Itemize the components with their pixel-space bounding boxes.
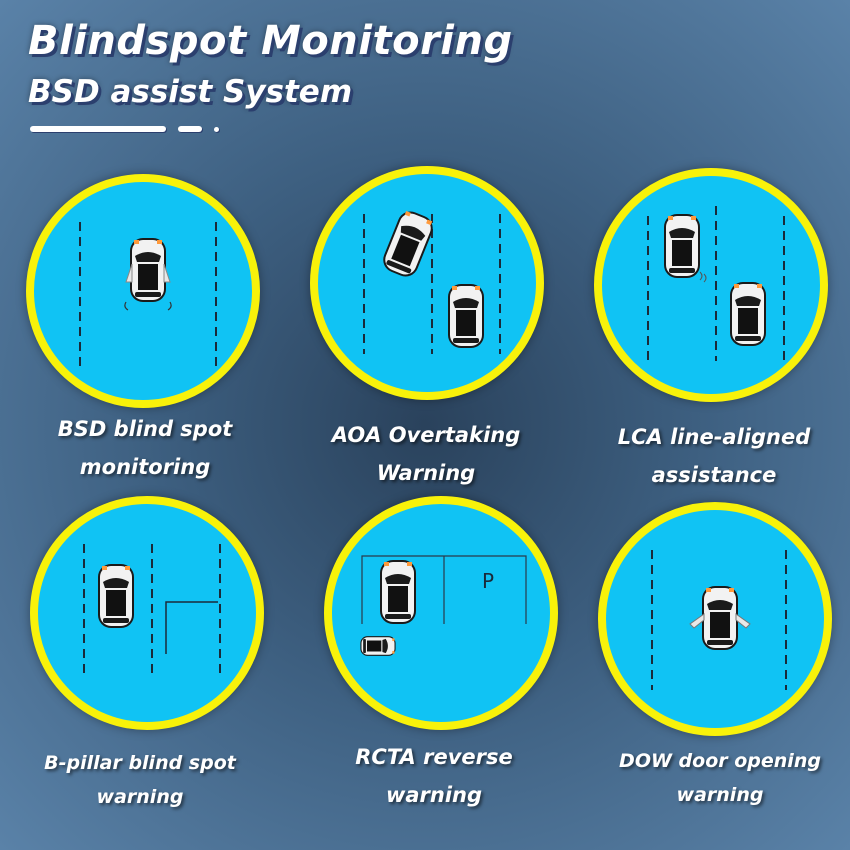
parking-space-icon <box>361 555 527 624</box>
car-top-view-icon <box>379 207 437 281</box>
feature-circle-b-pillar <box>30 496 264 730</box>
page-title: Blindspot Monitoring <box>28 18 513 64</box>
pillar-zone-outline <box>165 601 218 654</box>
feature-circle-lca <box>594 168 828 402</box>
door-open-icon <box>689 613 705 629</box>
car-top-view-icon <box>98 564 134 628</box>
car-top-view-icon <box>448 284 484 348</box>
parking-sign: P <box>482 569 494 593</box>
car-top-view-icon <box>360 636 396 656</box>
lane-marking-icon <box>363 214 501 354</box>
car-top-view-icon <box>664 214 700 278</box>
feature-circle-dow <box>598 502 832 736</box>
door-open-icon <box>735 613 751 629</box>
car-top-view-icon <box>124 238 172 311</box>
car-top-view-icon <box>689 586 751 650</box>
lane-marking-icon <box>647 206 785 361</box>
lane-marking-icon <box>83 544 221 679</box>
feature-circle-aoa <box>310 166 544 400</box>
lane-marking-icon <box>79 222 217 367</box>
feature-circle-bsd <box>26 174 260 408</box>
page-subtitle: BSD assist System <box>28 74 353 110</box>
title-decoration <box>30 124 230 134</box>
car-top-view-icon <box>380 560 416 624</box>
feature-circle-rcta: P <box>324 496 558 730</box>
lane-marking-icon <box>651 550 787 690</box>
car-top-view-icon <box>730 282 766 346</box>
